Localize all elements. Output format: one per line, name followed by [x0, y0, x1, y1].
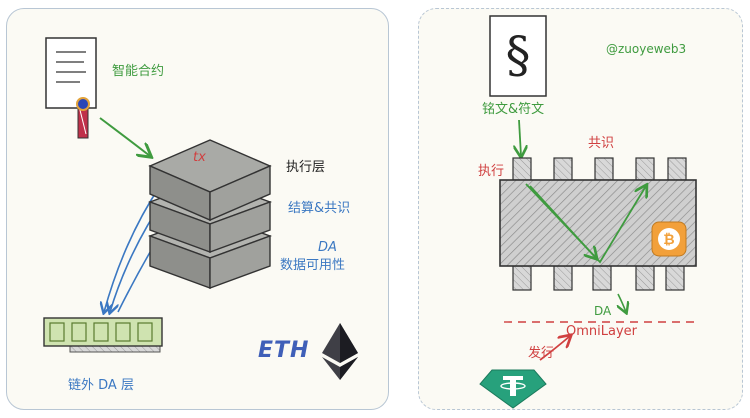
- issue-label: 发行: [528, 346, 555, 361]
- ethereum-logo-icon: [322, 323, 358, 380]
- settlement-consensus-label: 结算&共识: [288, 201, 351, 216]
- offchain-da-block: [43, 317, 163, 353]
- author-handle: @zuoyeweb3: [606, 42, 687, 56]
- section-symbol-box: [489, 15, 547, 97]
- inscription-to-chip-arrow: [519, 119, 521, 156]
- chip-pins-bottom: [512, 265, 685, 291]
- execution-layer-label: 执行层: [286, 160, 326, 175]
- tether-logo-icon: [479, 369, 547, 409]
- da-label-right: DA: [594, 304, 612, 318]
- bitcoin-badge-icon: ₿: [651, 221, 687, 257]
- da-label-left: DA: [318, 240, 337, 255]
- consensus-label: 共识: [588, 136, 615, 151]
- contract-to-server-arrow: [99, 117, 150, 156]
- omnilayer-label: OmniLayer: [566, 324, 637, 339]
- smart-contract-label: 智能合约: [112, 64, 165, 79]
- section-symbol: §: [505, 26, 531, 84]
- tether-to-omnilayer-arrow: [539, 336, 570, 361]
- svg-text:₿: ₿: [663, 232, 674, 248]
- execution-label: 执行: [478, 164, 505, 179]
- chip-zigzag-arrow-2: [529, 185, 596, 258]
- chip-zigzag-arrows: [525, 184, 646, 264]
- data-availability-label: 数据可用性: [280, 258, 346, 273]
- eth-text: ETH: [258, 338, 310, 363]
- offchain-da-label: 链外 DA 层: [68, 378, 134, 393]
- chip-pins-top: [512, 157, 687, 181]
- execution-layer-server: [148, 139, 272, 222]
- smart-contract-icon: [45, 37, 97, 139]
- inscription-rune-label: 铭文&符文: [482, 102, 545, 117]
- tx-label: tx: [193, 150, 206, 165]
- chip-to-da-arrow: [618, 293, 626, 312]
- server-to-offchain-arrow: [104, 185, 161, 312]
